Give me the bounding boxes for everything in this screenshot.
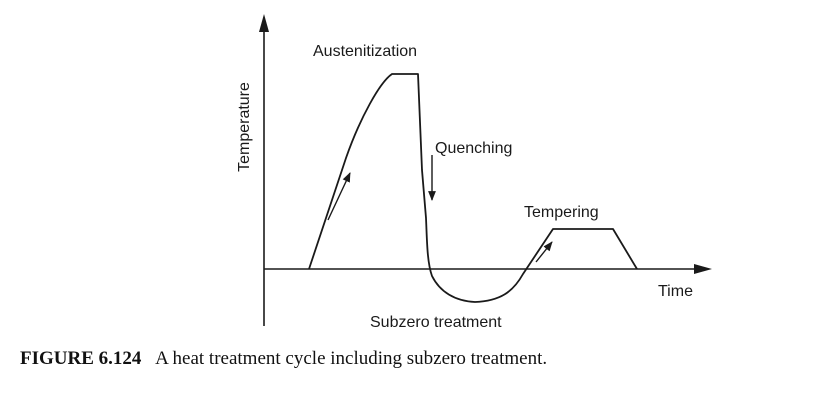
y-axis-label: Temperature xyxy=(236,82,253,172)
figure-caption-text: A heat treatment cycle including subzero… xyxy=(155,348,547,369)
figure-caption: FIGURE 6.124 A heat treatment cycle incl… xyxy=(20,348,547,369)
x-axis-arrowhead xyxy=(694,264,712,274)
x-axis-label: Time xyxy=(658,283,693,300)
tempering-direction-arrow xyxy=(535,241,553,263)
subzero-treatment-label: Subzero treatment xyxy=(370,314,502,331)
tempering-label: Tempering xyxy=(524,204,599,221)
y-axis-arrowhead xyxy=(259,14,269,32)
heating-direction-arrow xyxy=(327,172,351,221)
figure-number: FIGURE 6.124 xyxy=(20,348,142,369)
heat-treatment-curve xyxy=(308,73,638,303)
austenitization-label: Austenitization xyxy=(313,43,417,60)
quenching-label: Quenching xyxy=(435,140,512,157)
